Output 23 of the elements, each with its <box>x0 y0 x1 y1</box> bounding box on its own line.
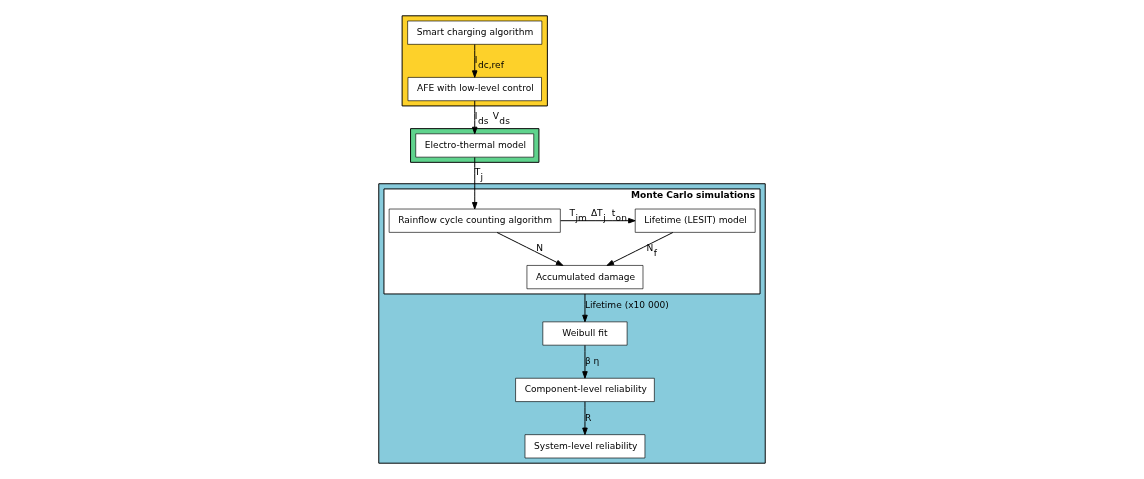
node-box: Smart charging algorithm <box>407 20 543 45</box>
node-box: Lifetime (LESIT) model <box>634 208 756 233</box>
node-box: Electro-thermal model <box>415 133 535 158</box>
cluster <box>378 183 766 464</box>
arrow <box>582 293 588 323</box>
cluster <box>401 15 548 107</box>
arrow <box>582 344 588 379</box>
arrow <box>472 44 478 78</box>
arrow <box>472 156 478 210</box>
node-box: Component-level reliability <box>515 377 655 402</box>
edge-label: N <box>536 243 544 254</box>
edge-label: Lifetime (x10 000) <box>584 299 669 310</box>
arrow <box>472 100 478 135</box>
arrow <box>606 232 674 266</box>
node-box: Weibull fit <box>542 321 628 346</box>
arrow <box>582 401 588 436</box>
node-box: AFE with low-level control <box>407 77 542 102</box>
edge-label: β η <box>584 356 600 367</box>
node-box: Rainflow cycle counting algorithm <box>388 208 561 233</box>
node-box: System-level reliability <box>524 434 646 459</box>
arrow <box>496 232 564 266</box>
edge-label: R <box>584 412 592 423</box>
node-box: Accumulated damage <box>526 265 644 290</box>
